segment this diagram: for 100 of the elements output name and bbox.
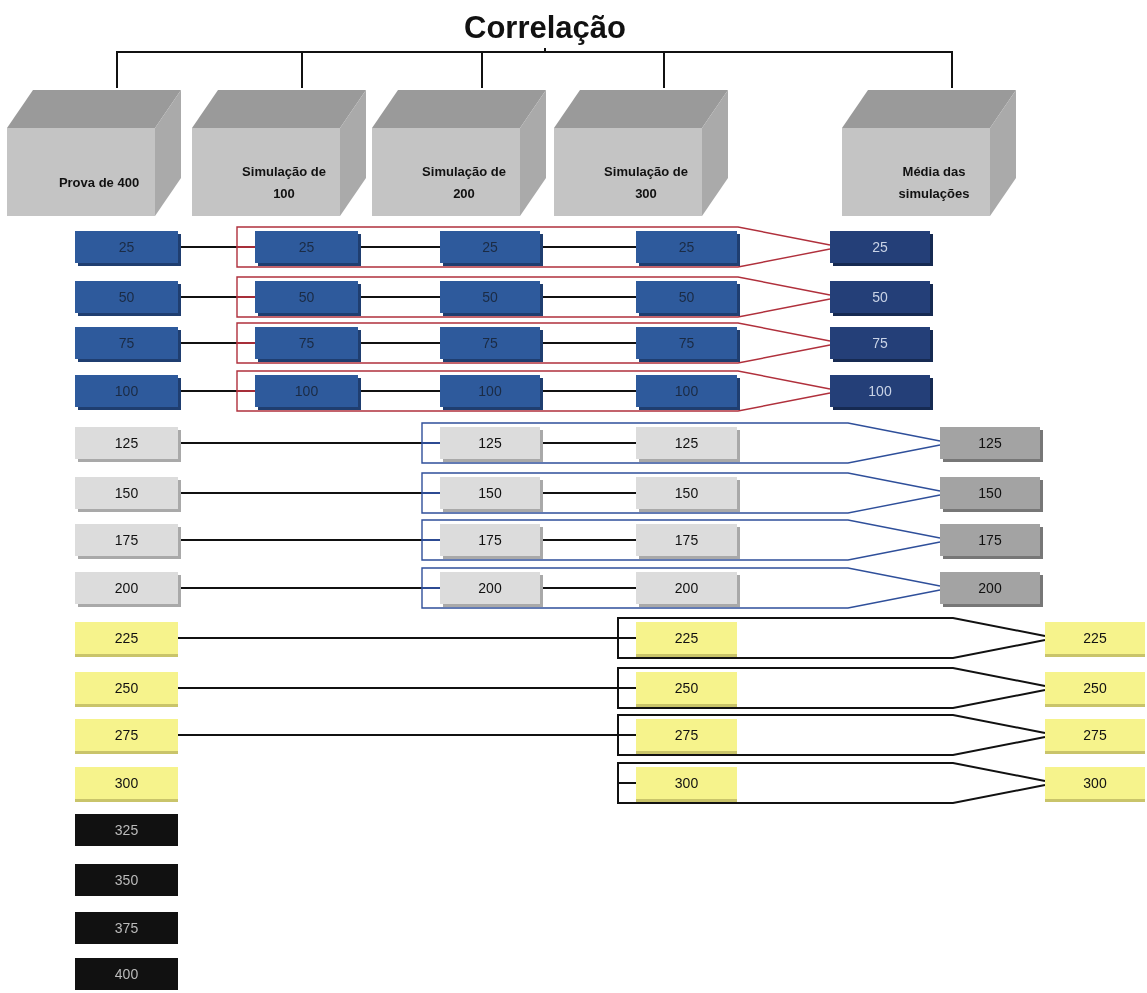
- value-box: [440, 375, 540, 407]
- bracket-connector: [617, 617, 1046, 639]
- bracket-connector: [236, 322, 831, 344]
- value-box: [75, 281, 178, 313]
- value-box: [636, 231, 737, 263]
- connector-line: [544, 47, 953, 89]
- value-label: 175: [114, 532, 139, 548]
- value-label: 275: [114, 727, 139, 743]
- value-label: 175: [674, 532, 699, 548]
- value-box: [940, 572, 1040, 604]
- value-box: [75, 958, 178, 990]
- value-label: 250: [674, 680, 699, 696]
- value-label: 125: [114, 435, 139, 451]
- value-label: 100: [674, 383, 699, 399]
- value-label: 225: [1083, 630, 1107, 646]
- value-label: 150: [978, 485, 1002, 501]
- value-box: [75, 767, 178, 799]
- bracket-connector: [236, 246, 831, 268]
- value-label: 25: [298, 239, 315, 255]
- value-box: [1045, 622, 1145, 654]
- bracket-connector: [236, 226, 831, 248]
- value-box: [75, 477, 178, 509]
- value-label: 125: [978, 435, 1002, 451]
- value-box: [636, 427, 737, 459]
- value-box: [830, 281, 930, 313]
- value-box: [255, 375, 358, 407]
- value-label: 325: [114, 822, 139, 838]
- value-label: 200: [114, 580, 139, 596]
- value-label: 275: [674, 727, 699, 743]
- value-label: 75: [298, 335, 315, 351]
- value-box: [940, 427, 1040, 459]
- bracket-connector: [236, 390, 831, 412]
- value-box: [75, 814, 178, 846]
- value-label: 375: [114, 920, 139, 936]
- value-box: [830, 327, 930, 359]
- bracket-connector: [421, 539, 941, 561]
- value-label: 225: [674, 630, 699, 646]
- value-label: 125: [478, 435, 502, 451]
- value-label: 150: [478, 485, 502, 501]
- value-box: [440, 327, 540, 359]
- value-box: [830, 231, 930, 263]
- value-label: 200: [674, 580, 699, 596]
- value-label: 175: [978, 532, 1002, 548]
- value-box: [75, 572, 178, 604]
- value-label: 250: [1083, 680, 1107, 696]
- value-label: 150: [674, 485, 699, 501]
- value-box: [75, 327, 178, 359]
- value-box: [75, 622, 178, 654]
- bracket-connector: [617, 762, 1046, 784]
- value-box: [75, 672, 178, 704]
- value-box: [440, 572, 540, 604]
- value-box: [636, 572, 737, 604]
- bracket-connector: [617, 637, 1046, 659]
- value-label: 300: [114, 775, 139, 791]
- value-label: 75: [678, 335, 695, 351]
- bracket-connector: [421, 472, 941, 494]
- value-label: 25: [118, 239, 135, 255]
- value-label: 25: [678, 239, 695, 255]
- value-label: 150: [114, 485, 139, 501]
- column-heading: Simulação de 200: [421, 162, 507, 203]
- value-label: 250: [114, 680, 139, 696]
- value-label: 300: [1083, 775, 1107, 791]
- column-heading: Prova de 400: [58, 173, 140, 192]
- value-box: [440, 524, 540, 556]
- bracket-connector: [617, 687, 1046, 709]
- value-label: 200: [478, 580, 502, 596]
- value-label: 300: [674, 775, 699, 791]
- value-box: [830, 375, 930, 407]
- root-label: Correlação: [464, 10, 626, 46]
- value-box: [636, 767, 737, 799]
- value-label: 200: [978, 580, 1002, 596]
- bracket-connector: [617, 734, 1046, 756]
- value-label: 100: [868, 383, 892, 399]
- value-box: [75, 524, 178, 556]
- value-label: 175: [478, 532, 502, 548]
- value-label: 50: [118, 289, 135, 305]
- bracket-connector: [421, 587, 941, 609]
- bracket-connector: [617, 667, 1046, 689]
- value-box: [1045, 719, 1145, 751]
- bracket-connector: [236, 370, 831, 392]
- value-box: [940, 477, 1040, 509]
- bracket-connector: [421, 567, 941, 589]
- value-box: [75, 375, 178, 407]
- value-label: 225: [114, 630, 139, 646]
- column-heading: Simulação de 100: [241, 162, 327, 203]
- bracket-connector: [236, 342, 831, 364]
- value-label: 50: [678, 289, 695, 305]
- value-label: 100: [114, 383, 139, 399]
- column-heading: Média das simulações: [897, 162, 971, 203]
- value-label: 25: [872, 239, 888, 255]
- value-label: 75: [872, 335, 888, 351]
- bracket-connector: [421, 422, 941, 444]
- value-box: [75, 231, 178, 263]
- value-box: [75, 864, 178, 896]
- bracket-connector: [617, 714, 1046, 736]
- value-box: [636, 672, 737, 704]
- value-box: [440, 281, 540, 313]
- value-label: 125: [674, 435, 699, 451]
- value-box: [940, 524, 1040, 556]
- value-box: [1045, 672, 1145, 704]
